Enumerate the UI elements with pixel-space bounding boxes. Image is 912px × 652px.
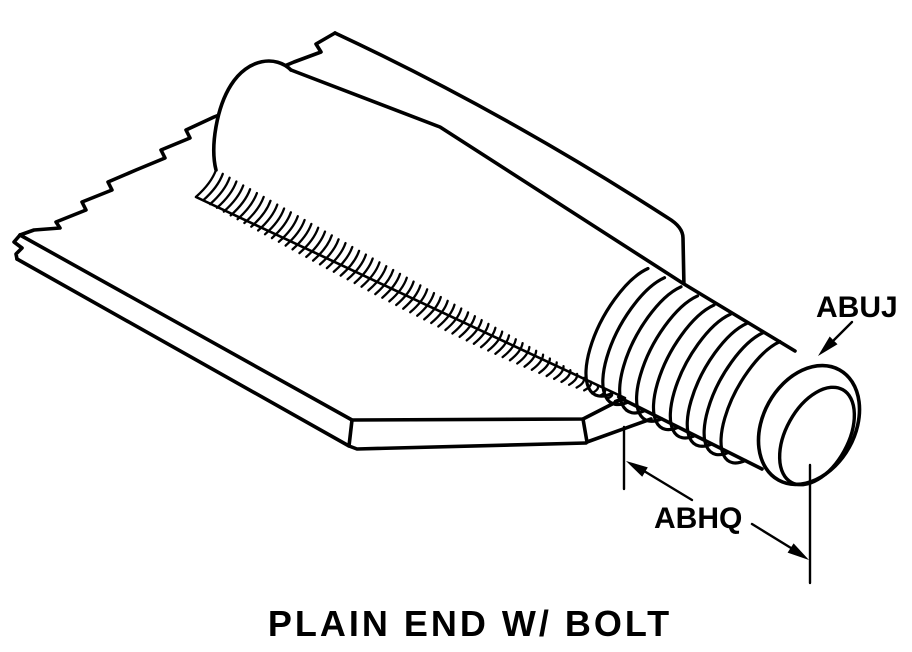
dimension-abhq <box>622 425 812 585</box>
weld-hatch-mark <box>270 211 293 240</box>
weld-hatch-mark <box>318 238 340 266</box>
weld-hatch-mark <box>567 372 579 386</box>
weld-hatch-mark <box>516 345 531 365</box>
bolt-dome-end <box>212 59 293 172</box>
drawing-title: PLAIN END W/ BOLT <box>268 603 672 644</box>
weld-hatch-mark <box>538 357 552 375</box>
label-abuj: ABUJ <box>816 291 898 324</box>
weld-hatch-mark <box>236 191 259 221</box>
weld-hatch-mark <box>195 168 218 198</box>
weld-hatch-mark <box>575 376 586 389</box>
weld-hatch-mark <box>416 291 436 317</box>
weld-hatch-mark <box>501 338 517 359</box>
leader-abuj <box>818 320 854 356</box>
thread-arc <box>651 303 716 432</box>
weld-hatch-mark <box>215 180 238 209</box>
weld-hatch-mark <box>444 307 463 332</box>
weld-hatch-mark <box>388 276 408 303</box>
weld-hatch-mark <box>229 188 252 217</box>
weld-hatch-mark <box>583 380 593 392</box>
thread-arc <box>685 321 749 448</box>
abuj-arrowhead <box>818 336 838 356</box>
plate-bottom-edge-right <box>585 417 653 444</box>
weld-hatch-mark <box>256 203 279 232</box>
weld-hatch-mark <box>305 230 327 259</box>
weld-hatch-mark <box>430 299 449 325</box>
weld-hatch-mark <box>202 172 224 202</box>
weld-hatch-mark <box>472 322 490 345</box>
weld-hatch-marks <box>195 168 621 403</box>
weld-hatch-mark <box>530 353 545 371</box>
weld-hatch-mark <box>339 249 361 277</box>
weld-hatch-mark <box>291 222 313 251</box>
weld-hatch-mark <box>298 226 320 255</box>
abhq-arrowhead-right <box>787 543 809 560</box>
abhq-leader-right <box>750 522 793 550</box>
weld-hatch-mark <box>487 330 504 352</box>
plate-left-thickness <box>12 233 24 261</box>
thread-arc <box>719 340 782 465</box>
weld-hatch-mark <box>374 268 395 296</box>
weld-hatch-mark <box>346 253 368 281</box>
weld-hatch-mark <box>409 288 429 314</box>
abuj-leader <box>832 320 854 342</box>
weld-hatch-mark <box>250 199 272 228</box>
weld-hatch-mark <box>402 284 422 310</box>
weld-hatch-mark <box>465 318 483 342</box>
weld-hatch-mark <box>395 280 415 307</box>
weld-hatch-mark <box>523 349 538 368</box>
weld-hatch-mark <box>311 234 333 262</box>
weld-hatch-mark <box>458 315 477 339</box>
weld-hatch-mark <box>284 218 306 247</box>
weld-hatch-mark <box>560 368 572 384</box>
thread-arc <box>601 276 667 407</box>
thread-arcs <box>584 266 782 465</box>
plate-bottom-edge <box>15 257 588 451</box>
weld-hatch-mark <box>360 261 381 288</box>
end-face <box>756 363 862 487</box>
weld-hatch-mark <box>332 245 354 273</box>
abhq-leader-left <box>642 469 694 502</box>
weld-hatch-mark <box>263 207 286 236</box>
weld-hatch-mark <box>437 303 456 328</box>
plate-far-edge <box>333 31 686 290</box>
weld-hatch-mark <box>494 334 511 355</box>
weld-hatch-mark <box>222 184 245 213</box>
weld-hatch-mark <box>423 295 442 321</box>
plate-corner-left <box>347 418 354 448</box>
weld-hatch-mark <box>367 265 388 292</box>
weld-hatch-mark <box>277 215 299 243</box>
thread-arc <box>668 312 733 440</box>
thread-crest-ellipse <box>756 363 862 487</box>
thread-arc <box>618 285 683 415</box>
weld-bead <box>194 168 627 403</box>
bolt-top-silhouette <box>289 68 797 353</box>
weld-hatch-mark <box>479 326 497 349</box>
weld-hatch-mark <box>545 361 558 378</box>
weld-hatch-mark <box>381 272 402 299</box>
thread-arc <box>635 294 700 423</box>
weld-hatch-mark <box>243 195 265 225</box>
plate-corner-right <box>581 417 589 444</box>
thread-arc <box>702 330 766 457</box>
thread-arc <box>584 266 650 398</box>
label-abhq: ABHQ <box>654 502 742 535</box>
end-face-ellipse <box>777 385 857 487</box>
weld-hatch-mark <box>353 257 374 285</box>
weld-hatch-mark <box>451 311 470 335</box>
abhq-arrowhead-left <box>626 461 648 477</box>
plate-front-top-edge <box>18 233 624 422</box>
weld-hatch-mark <box>552 365 565 381</box>
bolt-body-fill <box>196 61 825 470</box>
weld-hatch-mark <box>508 341 524 362</box>
weld-hatch-mark <box>208 176 231 206</box>
weld-hatch-mark <box>325 241 347 270</box>
